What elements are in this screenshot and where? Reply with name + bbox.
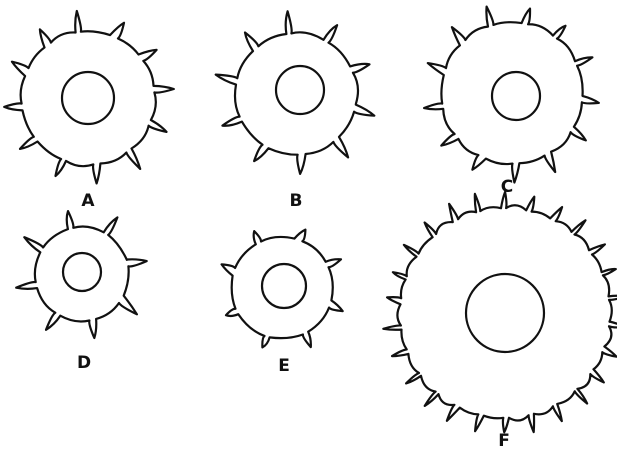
cell-c: C [424,7,599,197]
cell-e-outline [222,230,343,348]
cell-e-nucleus [262,264,306,308]
cell-b-nucleus [276,66,324,114]
cell-a-label: A [81,191,95,211]
cell-b: B [216,11,375,211]
cell-e: E [222,230,343,376]
cell-d-label: D [77,353,91,373]
cell-e-label: E [278,356,290,376]
cell-a-nucleus [62,72,114,124]
cell-f-outline [383,192,617,432]
cell-c-outline [424,7,599,183]
cell-f-nucleus [466,274,544,352]
cell-a-outline [4,11,174,183]
cell-f-label: F [498,431,510,451]
cell-c-nucleus [492,72,540,120]
cell-a: A [4,11,174,211]
cell-f: F [383,192,617,451]
cell-d-nucleus [63,253,101,291]
cell-c-label: C [501,177,513,197]
cell-b-label: B [290,191,303,211]
cell-b-outline [216,11,375,174]
cell-d-outline [16,211,147,338]
cell-d: D [16,211,147,373]
